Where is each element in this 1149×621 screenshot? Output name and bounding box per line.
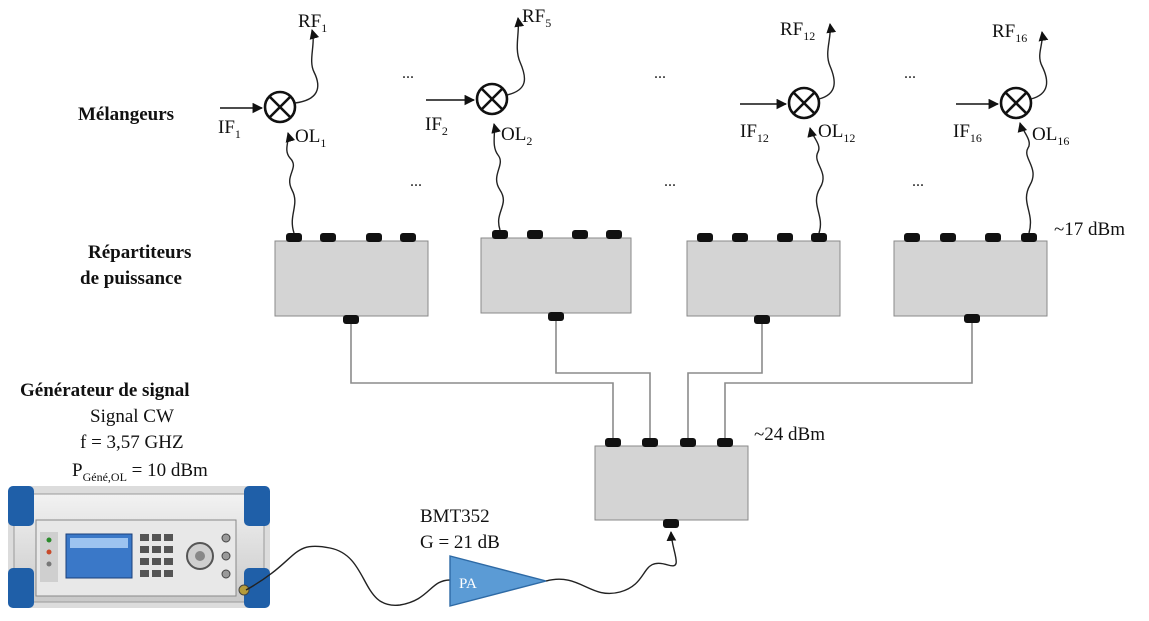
rf-label-2: RF5 — [522, 6, 551, 30]
ellipsis-mid-1: ... — [410, 173, 422, 190]
splitters-label-line1: Répartiteurs — [88, 242, 191, 263]
power-top-label: ~17 dBm — [1054, 219, 1125, 240]
pa-to-splitter-cable — [546, 532, 676, 593]
ol-cable-1 — [287, 133, 295, 233]
mixer-2 — [477, 84, 507, 114]
rf-label-3: RF12 — [780, 19, 815, 43]
splitters-label-line2: de puissance — [80, 268, 182, 289]
ol-label-3: OL12 — [818, 121, 855, 145]
if-label-3: IF12 — [740, 121, 769, 145]
gen-to-pa-cable — [246, 546, 450, 605]
ellipsis-mid-2: ... — [664, 173, 676, 190]
mixer-1 — [265, 92, 295, 122]
ellipsis-top-1: ... — [402, 65, 414, 82]
generator-power: PGéné,OL = 10 dBm — [72, 460, 208, 484]
power-amplifier: PA — [450, 556, 546, 606]
if-label-1: IF1 — [218, 117, 241, 141]
power-splitter-2 — [481, 230, 631, 321]
if-label-2: IF2 — [425, 114, 448, 138]
ol-label-2: OL2 — [501, 124, 532, 148]
rf-cable-1 — [295, 30, 318, 103]
amplifier-gain: G = 21 dB — [420, 532, 500, 553]
generator-title: Générateur de signal — [20, 380, 190, 401]
ol-cable-3 — [810, 128, 823, 233]
feed-wire-1 — [351, 323, 613, 440]
ol-label-4: OL16 — [1032, 124, 1069, 148]
rf-label-1: RF1 — [298, 11, 327, 35]
generator-line1: Signal CW — [90, 406, 174, 427]
amplifier-symbol: PA — [459, 576, 477, 592]
mixers-label: Mélangeurs — [78, 104, 174, 125]
ol-label-1: OL1 — [295, 126, 326, 150]
power-splitter-4 — [894, 233, 1047, 323]
main-power-splitter — [595, 438, 748, 528]
rf-cable-2 — [507, 18, 525, 95]
ellipsis-top-2: ... — [654, 65, 666, 82]
if-label-4: IF16 — [953, 121, 982, 145]
feed-wire-2 — [556, 318, 650, 440]
rf-cable-3 — [819, 24, 834, 99]
signal-generator-device — [8, 486, 270, 608]
generator-line2: f = 3,57 GHZ — [80, 432, 184, 453]
power-bottom-label: ~24 dBm — [754, 424, 825, 445]
rf-label-4: RF16 — [992, 21, 1027, 45]
rf-cable-4 — [1031, 32, 1047, 99]
mixer-3 — [789, 88, 819, 118]
mixer-4 — [1001, 88, 1031, 118]
power-splitter-3 — [687, 233, 840, 324]
amplifier-model: BMT352 — [420, 506, 490, 527]
ellipsis-top-3: ... — [904, 65, 916, 82]
power-splitter-1 — [275, 233, 428, 324]
ellipsis-mid-3: ... — [912, 173, 924, 190]
